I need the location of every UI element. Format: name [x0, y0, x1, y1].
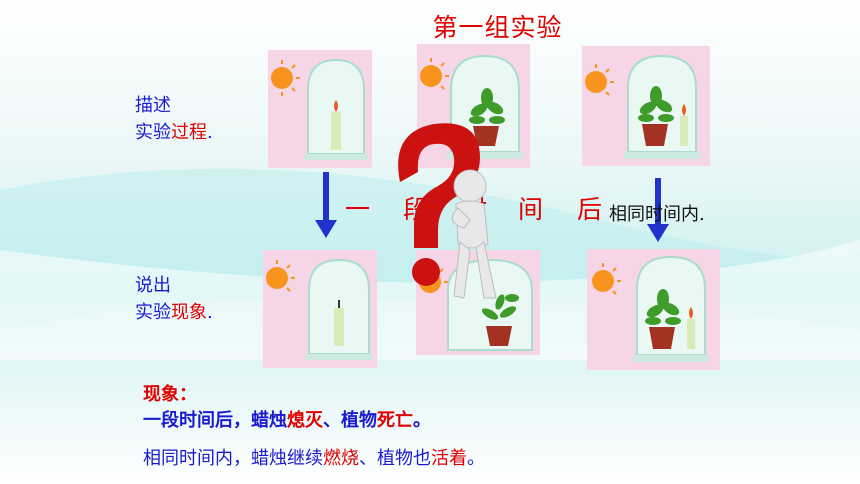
bell-jar-candle-after [263, 250, 377, 368]
describe-line1: 描述 [135, 95, 171, 116]
thinking-figure-question-mark [398, 123, 497, 299]
bell-jar-plant-before [417, 44, 530, 168]
observation-heading: 现象： [143, 384, 197, 405]
sun-icon [271, 60, 300, 96]
bell-jar-candle-before [268, 50, 372, 168]
bell-jar-plant-candle-before [582, 46, 710, 166]
down-arrow-left [315, 172, 337, 238]
observation-line-2: 相同时间内，蜡烛继续燃烧、植物也活着。 [143, 448, 485, 469]
describe-line2: 实验过程. [135, 122, 213, 143]
observation-line-1: 一段时间后，蜡烛熄灭、植物死亡。 [143, 410, 431, 431]
sun-icon [592, 263, 621, 295]
observe-line1: 说出 [135, 275, 171, 296]
bell-jar-plant-candle-after [587, 249, 720, 370]
observe-line2: 实验现象. [135, 302, 213, 323]
phrase-char-1: 一 [345, 195, 371, 224]
same-time-text: 相同时间内. [609, 204, 705, 225]
down-arrow-right [647, 178, 669, 242]
sun-icon [420, 58, 449, 90]
phrase-char-5: 后 [577, 195, 603, 224]
phrase-char-4: 间 [518, 195, 544, 224]
page-title: 第一组实验 [432, 13, 563, 42]
observe-label: 说出 实验现象. [135, 272, 213, 326]
sun-icon [585, 64, 614, 96]
describe-label: 描述 实验过程. [135, 92, 213, 146]
sun-icon [266, 260, 295, 292]
